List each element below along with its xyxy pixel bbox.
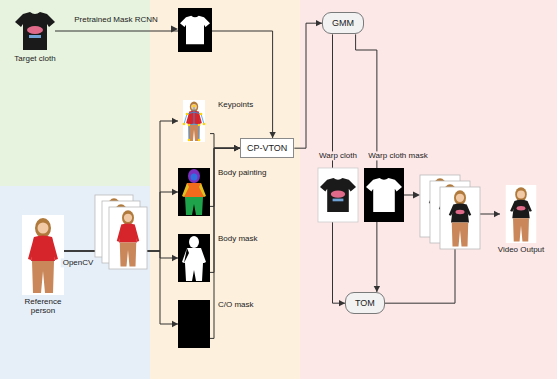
reference-person-image: Reference person (22, 215, 64, 295)
thumbnail (178, 234, 210, 282)
thumbnail (178, 300, 210, 348)
cloth-mask-image (178, 8, 212, 52)
connector-line (55, 31, 273, 138)
thumbnail (22, 215, 64, 295)
arrow-head (172, 321, 178, 327)
body-painting-image: Body painting (178, 168, 210, 216)
flow-connector (55, 31, 276, 138)
warped-cloth-image (318, 168, 358, 222)
arrow-head (172, 255, 178, 261)
node-label: TOM (355, 298, 375, 308)
image-caption: Reference person (15, 297, 71, 315)
node-label: GMM (332, 18, 354, 28)
image-caption: Video Output (491, 245, 551, 254)
thumbnail (500, 185, 542, 243)
module-box: TOM (345, 292, 385, 314)
module-box: GMM (322, 12, 364, 34)
image-caption: C/O mask (218, 300, 254, 309)
edge-label: Warp cloth mask (366, 151, 429, 160)
image-caption: Body mask (218, 234, 258, 243)
step-label: OpenCV (61, 258, 96, 267)
body-mask-image: Body mask (178, 234, 210, 282)
image-caption: Target cloth (14, 54, 55, 63)
flow-connector (294, 20, 322, 148)
arrow-head (172, 118, 178, 124)
video-frames-input (95, 195, 147, 269)
target-cloth-image: Target cloth (15, 10, 55, 52)
arrow-head (171, 26, 178, 33)
warped-cloth-mask-image (364, 168, 404, 222)
flow-connector (356, 34, 380, 292)
arrow-head (494, 211, 500, 217)
input-cloth-region (0, 0, 150, 186)
thumbnail (15, 10, 55, 52)
node-label: CP-VTON (247, 143, 287, 153)
image-caption: Body painting (218, 168, 266, 177)
process-box: CP-VTON (240, 138, 294, 158)
keypoints-image: Keypoints (178, 100, 210, 142)
co-mask-image: C/O mask (178, 300, 210, 348)
arrow-head (413, 192, 420, 199)
video-frames-output (420, 175, 480, 249)
edge-label: Warp cloth (317, 151, 359, 160)
image-caption: Keypoints (218, 100, 253, 109)
arrow-head (172, 189, 178, 195)
thumbnail (178, 168, 210, 216)
edge-label: Pretrained Mask RCNN (72, 15, 160, 24)
connector-line (356, 34, 377, 292)
video-output-image: Video Output (500, 185, 542, 243)
thumbnail (178, 100, 210, 142)
connector-line (294, 23, 322, 148)
